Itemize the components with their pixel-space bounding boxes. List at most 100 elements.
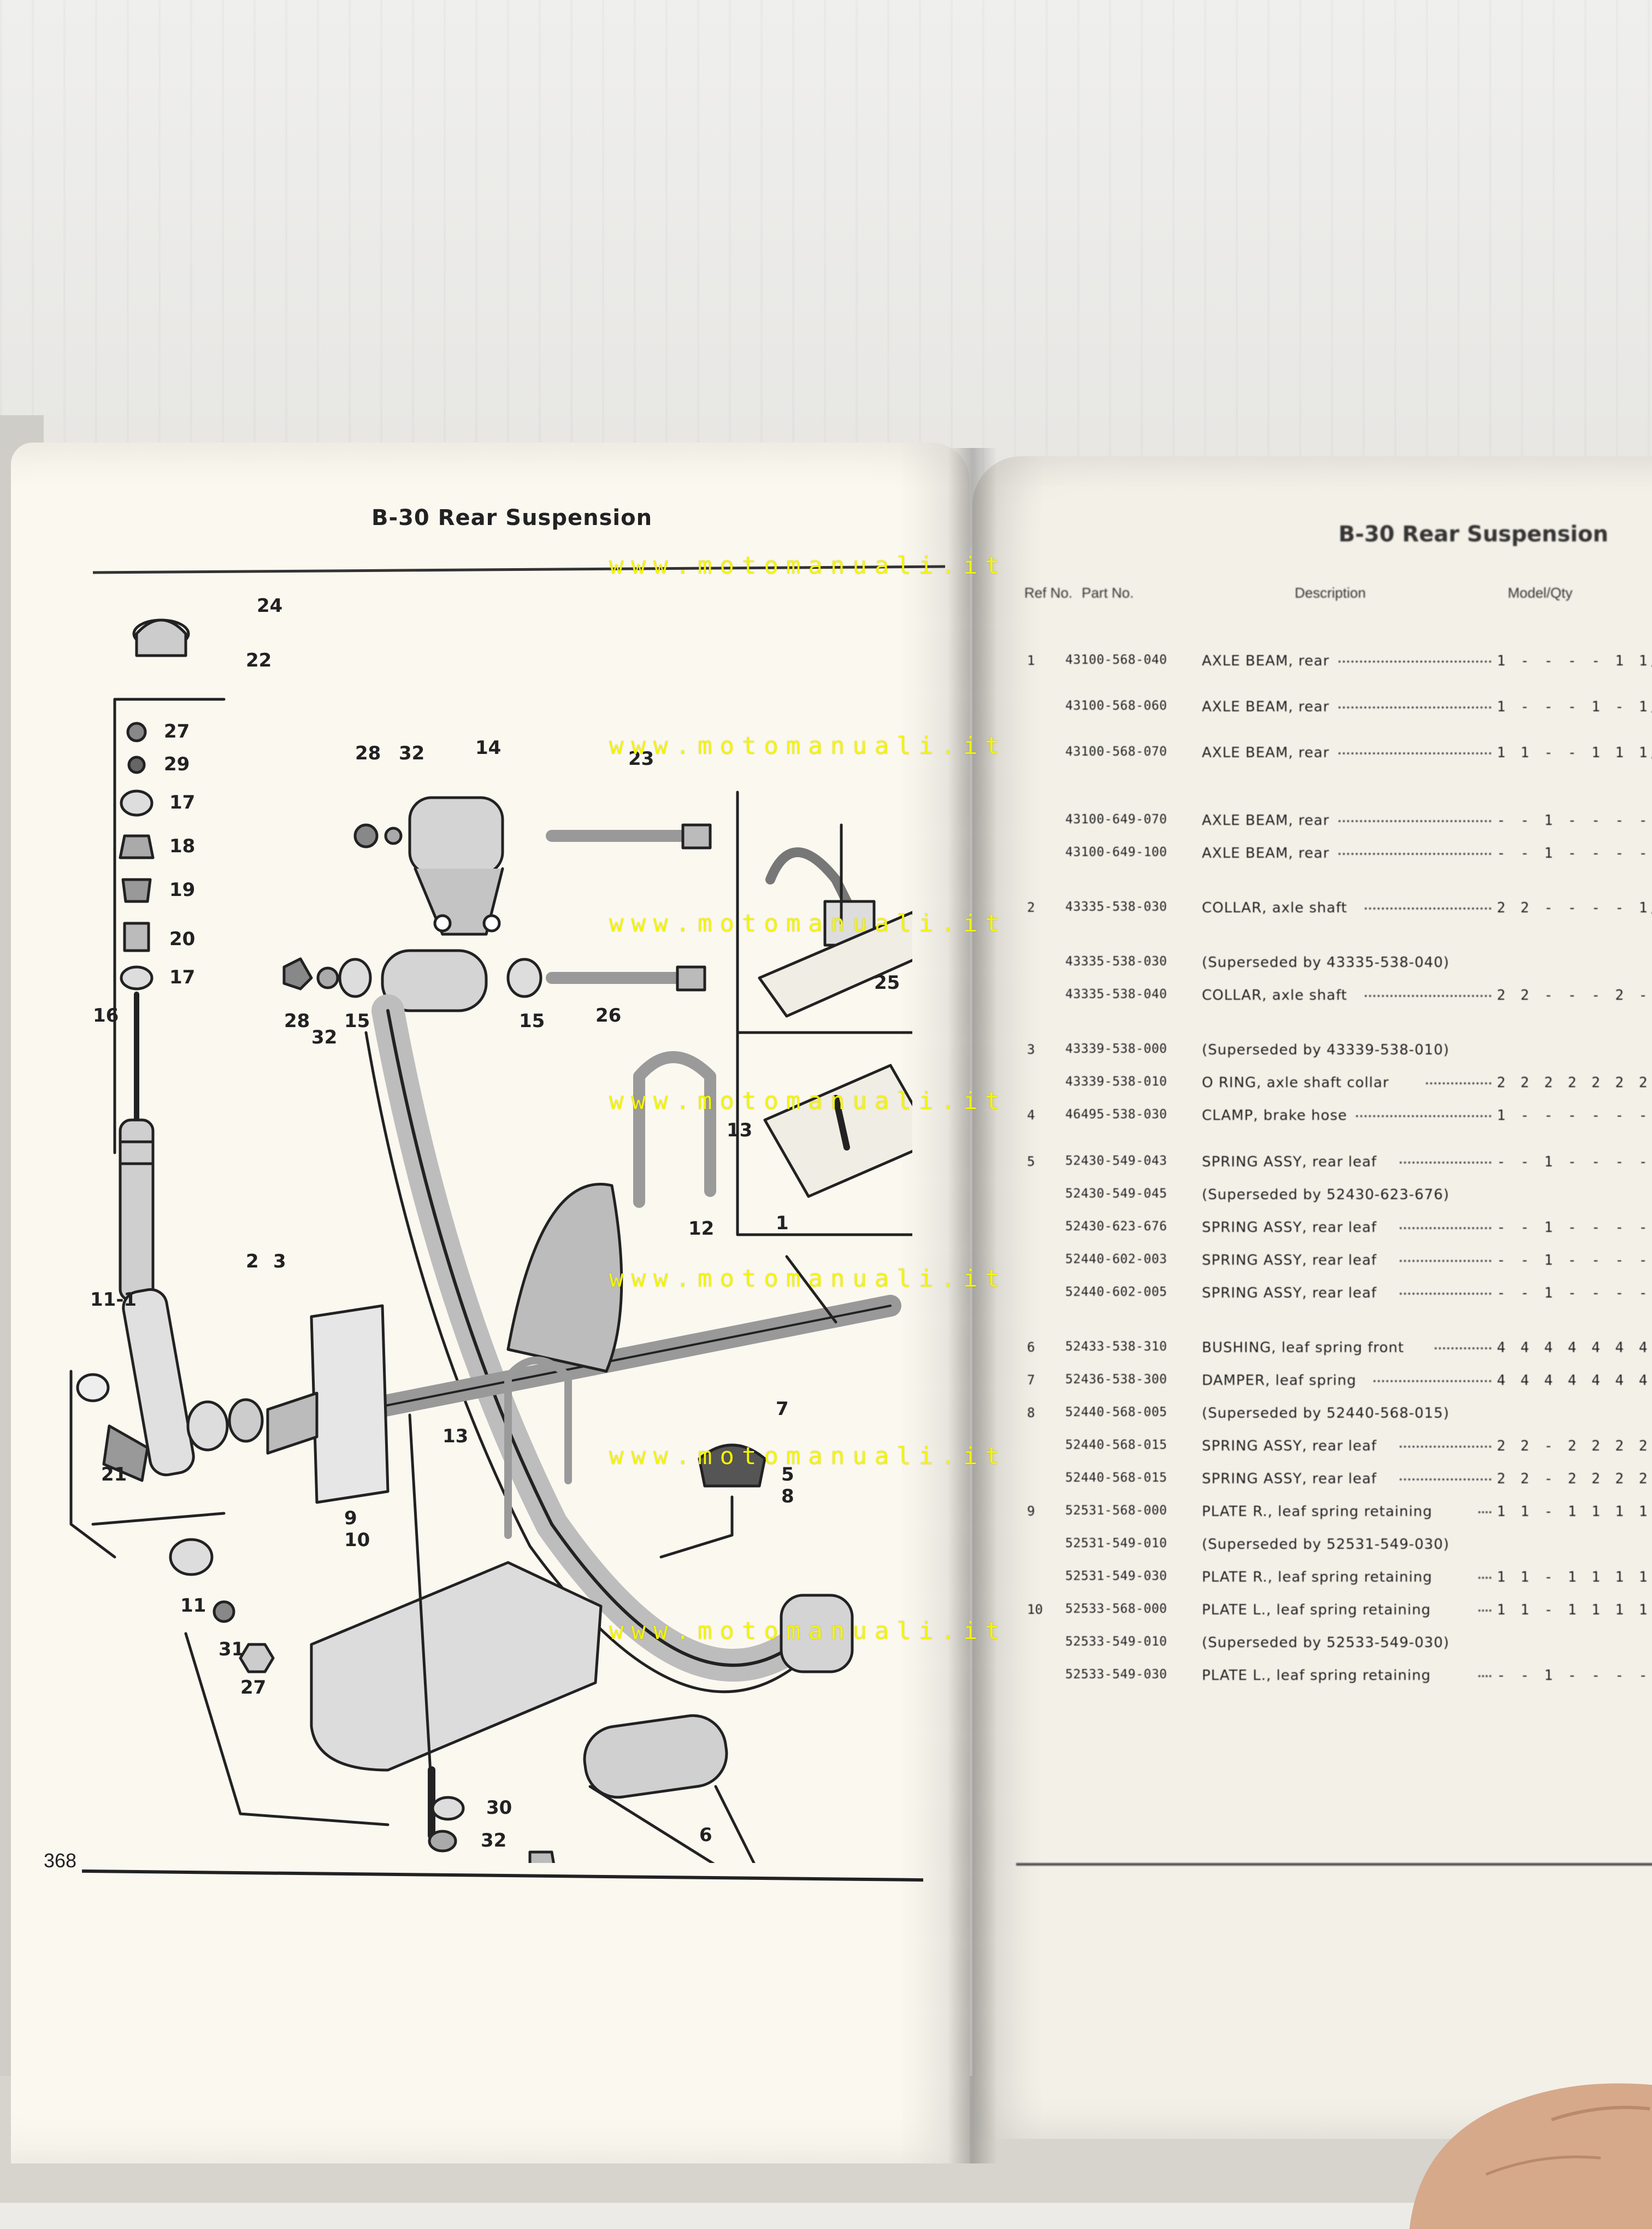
ref-no: 8 bbox=[1027, 1405, 1035, 1420]
ref-no: 2 bbox=[1027, 900, 1035, 915]
description: SPRING ASSY, rear leaf bbox=[1202, 1285, 1377, 1301]
part-number: 52430-549-043 bbox=[1065, 1154, 1167, 1168]
description: (Superseded by 52430-623-676) bbox=[1202, 1187, 1450, 1203]
callout-22: 22 bbox=[246, 650, 272, 671]
washer-17b bbox=[120, 965, 154, 990]
right-page: B-30 Rear Suspension Ref No. Part No. De… bbox=[972, 456, 1652, 2139]
axle-end bbox=[266, 1391, 318, 1455]
washer-30 bbox=[431, 1796, 465, 1821]
leader-dots bbox=[1478, 1511, 1491, 1513]
watermark-5: www.motomanuali.it bbox=[609, 1265, 1007, 1293]
leader-dots bbox=[1426, 1082, 1491, 1084]
leader-dots bbox=[1356, 1115, 1491, 1117]
leader-dots bbox=[1338, 820, 1491, 822]
spring-leader-5 bbox=[659, 1495, 734, 1559]
inset-axle-tube bbox=[765, 847, 874, 950]
quantity: 4 4 4 4 4 4 4 6/1 bbox=[1497, 1340, 1652, 1356]
callout-28c: 28 bbox=[481, 1862, 506, 1863]
washer-17 bbox=[120, 789, 154, 817]
watermark-1: www.motomanuali.it bbox=[609, 552, 1007, 580]
description: (Superseded by 52533-549-030) bbox=[1202, 1635, 1450, 1651]
description: (Superseded by 52440-568-015) bbox=[1202, 1405, 1450, 1422]
part-number: 52533-549-010 bbox=[1065, 1635, 1167, 1649]
part-number: 52440-568-015 bbox=[1065, 1438, 1167, 1452]
description: AXLE BEAM, rear bbox=[1202, 745, 1330, 761]
bushing-19 bbox=[121, 878, 152, 903]
leader-dots bbox=[1400, 1227, 1491, 1229]
part-number: 43100-649-100 bbox=[1065, 845, 1167, 859]
callout-12: 12 bbox=[688, 1218, 714, 1240]
washer-29 bbox=[127, 756, 146, 774]
rear-suspension-exploded-diagram: 24 22 27 29 17 18 19 20 17 16 28 32 14 2… bbox=[69, 595, 912, 1863]
leader-dots bbox=[1365, 995, 1491, 997]
spring-eye-bushing bbox=[381, 949, 488, 1012]
callout-28: 28 bbox=[355, 742, 381, 764]
inset-plate bbox=[758, 911, 912, 1018]
part-number: 52430-549-045 bbox=[1065, 1187, 1167, 1201]
part-number: 43335-538-030 bbox=[1065, 900, 1167, 914]
part-number: 43100-568-060 bbox=[1065, 699, 1167, 713]
damper-7 bbox=[698, 1443, 766, 1488]
nut-27 bbox=[126, 722, 147, 742]
quantity: 2 2 - 2 2 2 2 6/1 bbox=[1497, 1471, 1652, 1487]
damper-cone-12 bbox=[506, 1183, 623, 1373]
callout-2: 2 bbox=[246, 1251, 259, 1272]
description: COLLAR, axle shaft bbox=[1202, 900, 1348, 916]
leader-dots bbox=[1338, 752, 1491, 754]
leader-dots bbox=[1400, 1293, 1491, 1295]
description: AXLE BEAM, rear bbox=[1202, 812, 1330, 829]
hand bbox=[1409, 2083, 1652, 2229]
callout-13b: 13 bbox=[442, 1425, 468, 1447]
callout-32: 32 bbox=[399, 742, 424, 764]
description: BUSHING, leaf spring front bbox=[1202, 1340, 1405, 1356]
description: PLATE L., leaf spring retaining bbox=[1202, 1667, 1431, 1684]
bushing-15b bbox=[506, 958, 542, 998]
inset-bolt-25 bbox=[833, 1095, 850, 1151]
callout-9: 9 bbox=[344, 1507, 357, 1529]
part-number: 52430-623-676 bbox=[1065, 1219, 1167, 1234]
part-number: 52440-602-005 bbox=[1065, 1285, 1167, 1299]
leader-dots bbox=[1478, 1577, 1491, 1579]
ubolt-leader bbox=[408, 1413, 433, 1794]
quantity: 1 1 - 1 1 1 1 6/4 bbox=[1497, 1503, 1652, 1520]
callout-21: 21 bbox=[101, 1464, 127, 1485]
description: SPRING ASSY, rear leaf bbox=[1202, 1471, 1377, 1487]
ref-no: 1 bbox=[1027, 653, 1035, 668]
bushing-leader-b bbox=[714, 1785, 756, 1863]
right-footer-rule bbox=[1016, 1863, 1652, 1866]
callout-29: 29 bbox=[164, 753, 190, 775]
callout-23: 23 bbox=[628, 748, 654, 770]
description: (Superseded by 52531-549-030) bbox=[1202, 1536, 1450, 1553]
part-number: 52533-568-000 bbox=[1065, 1602, 1167, 1616]
quantity: 1 1 - - 1 1 1/1 bbox=[1497, 745, 1652, 761]
leader-dots bbox=[1400, 1161, 1491, 1164]
leader-dots bbox=[1435, 1347, 1491, 1349]
callout-17b: 17 bbox=[169, 966, 195, 988]
quantity: 1 - - - - - - 6/3 bbox=[1497, 1107, 1652, 1124]
callout-27b: 27 bbox=[240, 1677, 266, 1699]
part-number: 43100-568-040 bbox=[1065, 653, 1167, 667]
callout-24: 24 bbox=[257, 595, 282, 617]
book-gutter bbox=[948, 448, 997, 2163]
quantity: 1 1 - 1 1 1 1 6/4 bbox=[1497, 1602, 1652, 1618]
part-number: 46495-538-030 bbox=[1065, 1107, 1167, 1122]
quantity: 1 - - - - 1 1/1 bbox=[1497, 653, 1652, 669]
quantity: 2 2 - 2 2 2 2 6/1 bbox=[1497, 1438, 1652, 1454]
callout-5: 5 bbox=[781, 1464, 794, 1485]
leader-dots bbox=[1365, 907, 1491, 910]
quantity: - - 1 - - - - 6/1 bbox=[1497, 1219, 1652, 1236]
bush-11-1 bbox=[76, 1373, 110, 1402]
bushing-18 bbox=[119, 834, 155, 859]
axle-flange bbox=[310, 1304, 390, 1504]
watermark-7: www.motomanuali.it bbox=[609, 1617, 1007, 1645]
quantity: - - 1 - - - - 6/1 bbox=[1497, 1252, 1652, 1269]
ref-no: 5 bbox=[1027, 1154, 1035, 1169]
callout-13: 13 bbox=[727, 1119, 752, 1141]
shackle-14 bbox=[408, 796, 504, 876]
col-qty-header: Model/Qty bbox=[1508, 585, 1573, 601]
collar-2 bbox=[228, 1398, 264, 1443]
ref-no: 6 bbox=[1027, 1340, 1035, 1355]
leader-dots bbox=[1338, 661, 1491, 663]
description: SPRING ASSY, rear leaf bbox=[1202, 1154, 1377, 1170]
quantity: 4 4 4 4 4 4 4 6/2 bbox=[1497, 1372, 1652, 1389]
